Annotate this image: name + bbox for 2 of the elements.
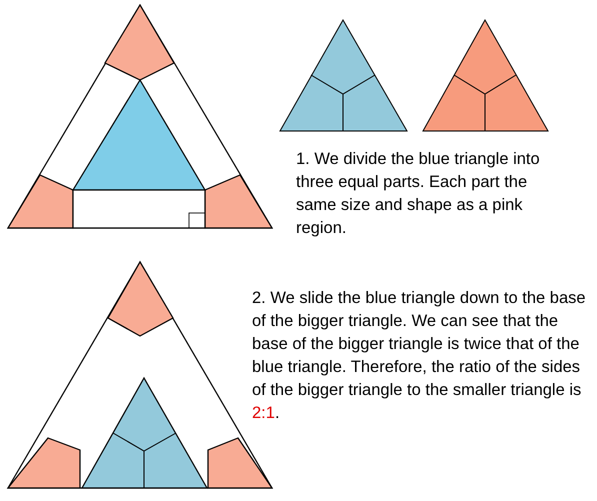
explanation-text: 1. We divide the blue triangle into three equal parts. Each part the same size and shape as a pink region. — [296, 149, 541, 239]
explanation-text: 2. We slide the blue triangle down to the base of the bigger triangle. We can see that the base of the bigger triangle is twice that of the blue triangle. Therefore, the ratio of the sides of the bigger triangle to the smaller triangle is 2:1. — [252, 288, 587, 424]
